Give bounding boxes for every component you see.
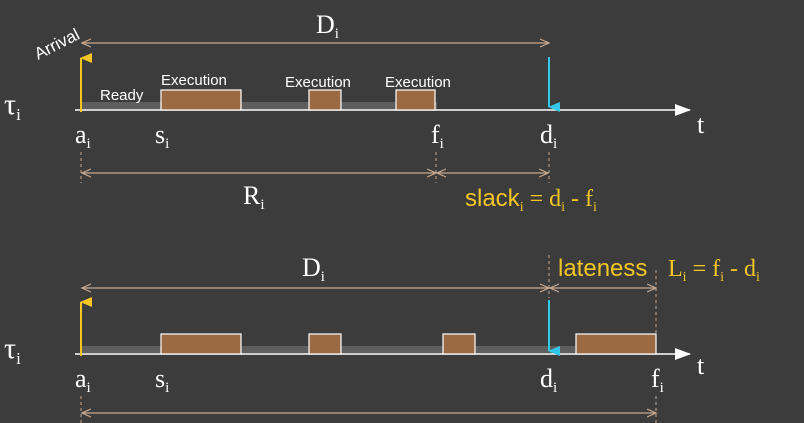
bottom-deadline-span-label: Di xyxy=(302,253,325,285)
lateness-formula: Li = fi - di xyxy=(668,256,760,285)
bottom-time-label: t xyxy=(697,351,705,380)
lateness-label: lateness xyxy=(558,255,647,282)
top-ready-bar xyxy=(82,102,437,109)
bottom-tick-s: si xyxy=(155,364,169,396)
ready-label: Ready xyxy=(100,87,144,104)
top-tick-s: si xyxy=(155,120,169,152)
bottom-diagram: Di lateness Li = fi - di τi t ai si di f… xyxy=(4,253,760,423)
execution-label-1: Execution xyxy=(161,72,227,89)
top-tick-f: fi xyxy=(431,120,444,152)
bottom-tick-d: di xyxy=(540,364,557,396)
top-execution-block-2 xyxy=(308,89,342,111)
bottom-task-label: τi xyxy=(4,332,21,368)
bottom-ready-bar xyxy=(82,346,656,353)
bottom-execution-block-2 xyxy=(308,333,342,355)
top-execution-block-1 xyxy=(160,89,242,111)
top-task-label: τi xyxy=(4,88,21,124)
execution-label-2: Execution xyxy=(285,74,351,91)
arrival-label: Arrival xyxy=(31,25,83,64)
top-time-label: t xyxy=(697,110,705,139)
top-execution-block-3 xyxy=(395,89,436,111)
bottom-tick-a: ai xyxy=(75,364,91,396)
execution-label-3: Execution xyxy=(385,74,451,91)
top-tick-a: ai xyxy=(75,120,91,152)
top-diagram: Di Arrival Ready Execution Execution Exe… xyxy=(4,10,705,215)
bottom-execution-block-4 xyxy=(575,333,657,355)
top-deadline-span-label: Di xyxy=(316,10,339,42)
slack-formula: slacki = di - fi xyxy=(465,185,597,215)
top-response-span-label: Ri xyxy=(243,181,265,213)
bottom-tick-f: fi xyxy=(651,364,664,396)
bottom-execution-block-1 xyxy=(160,333,242,355)
bottom-execution-block-3 xyxy=(442,333,476,355)
top-tick-d: di xyxy=(540,120,557,152)
